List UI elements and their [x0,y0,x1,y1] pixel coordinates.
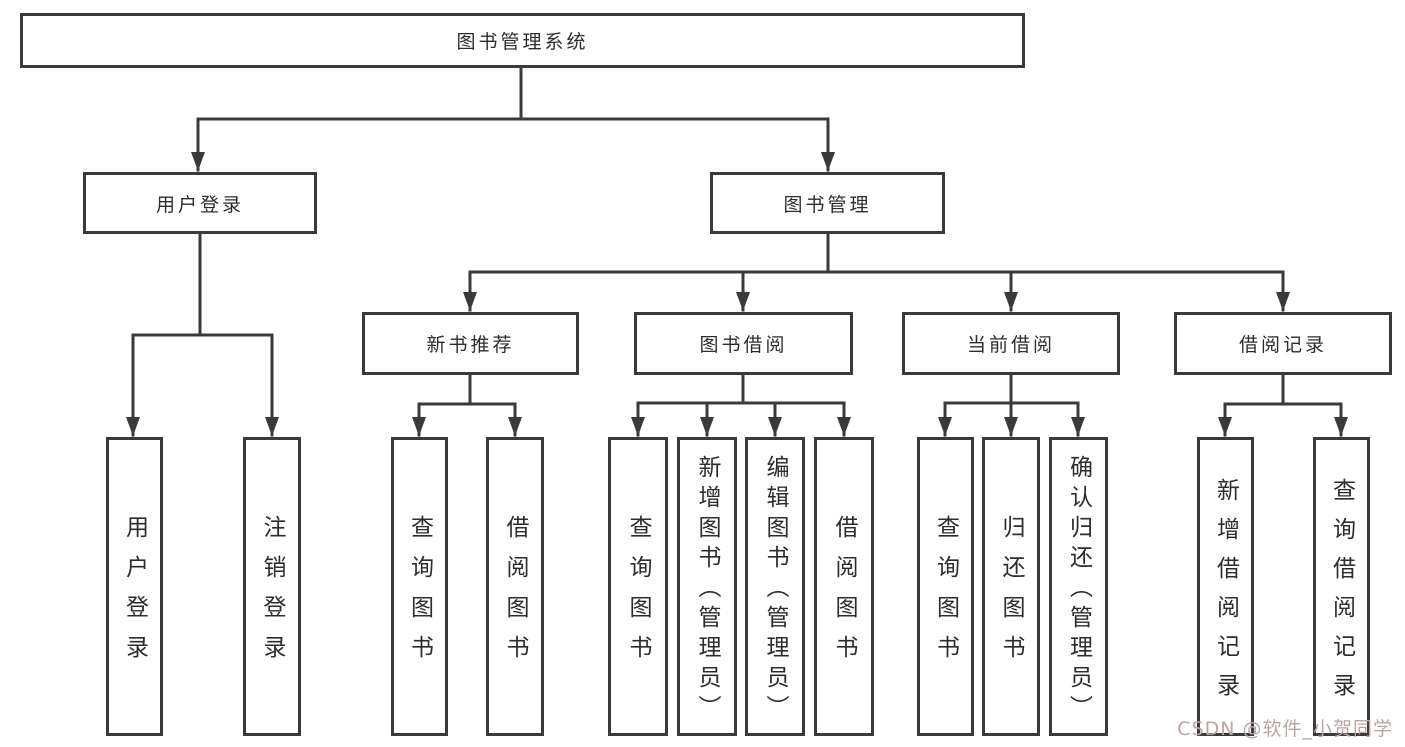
node-query-books-borrow: 查询图书 [608,437,668,736]
node-edit-book-admin: 编辑图书（管理员） [745,437,805,736]
node-label: 查询图书 [406,515,433,675]
node-borrow-books-recommend: 借阅图书 [486,437,544,736]
node-label: 用户登录 [155,193,244,216]
node-add-borrow-record: 新增借阅记录 [1197,437,1254,736]
node-confirm-return-admin: 确认归还（管理员） [1049,437,1108,736]
node-query-books-recommend: 查询图书 [391,437,448,736]
node-label: 查询图书 [625,515,651,675]
node-system-root: 图书管理系统 [20,13,1025,68]
node-borrow-records: 借阅记录 [1174,312,1392,375]
node-logout: 注销登录 [243,437,301,736]
node-label: 确认归还（管理员） [1065,455,1092,725]
node-label: 图书管理 [783,193,872,216]
csdn-watermark: CSDN @软件_小贺同学 [1177,718,1393,740]
node-label: 当前借阅 [966,334,1055,356]
node-label: 图书借阅 [699,334,788,356]
node-book-borrow: 图书借阅 [634,312,853,375]
node-label: 图书管理系统 [456,31,589,53]
node-user-login: 用户登录 [83,172,317,234]
node-label: 新书推荐 [426,334,515,356]
node-label: 用户登录 [121,515,148,675]
node-label: 注销登录 [259,515,285,675]
node-label: 新增借阅记录 [1212,477,1239,712]
node-return-books: 归还图书 [982,437,1040,736]
node-new-book-recommend: 新书推荐 [362,312,579,375]
node-borrow-books-borrow: 借阅图书 [814,437,874,736]
node-add-book-admin: 新增图书（管理员） [677,437,737,736]
node-query-books-current: 查询图书 [917,437,974,736]
node-label: 新增图书（管理员） [694,455,720,725]
node-label: 查询借阅记录 [1328,477,1355,712]
node-book-management: 图书管理 [710,172,945,234]
node-label: 借阅图书 [831,515,857,675]
node-login: 用户登录 [106,437,163,736]
node-label: 编辑图书（管理员） [762,455,788,725]
node-query-borrow-record: 查询借阅记录 [1313,437,1370,736]
node-label: 归还图书 [998,515,1024,675]
node-label: 借阅图书 [502,515,528,675]
node-label: 借阅记录 [1238,334,1327,356]
node-label: 查询图书 [932,515,959,675]
node-current-borrow: 当前借阅 [902,312,1120,375]
